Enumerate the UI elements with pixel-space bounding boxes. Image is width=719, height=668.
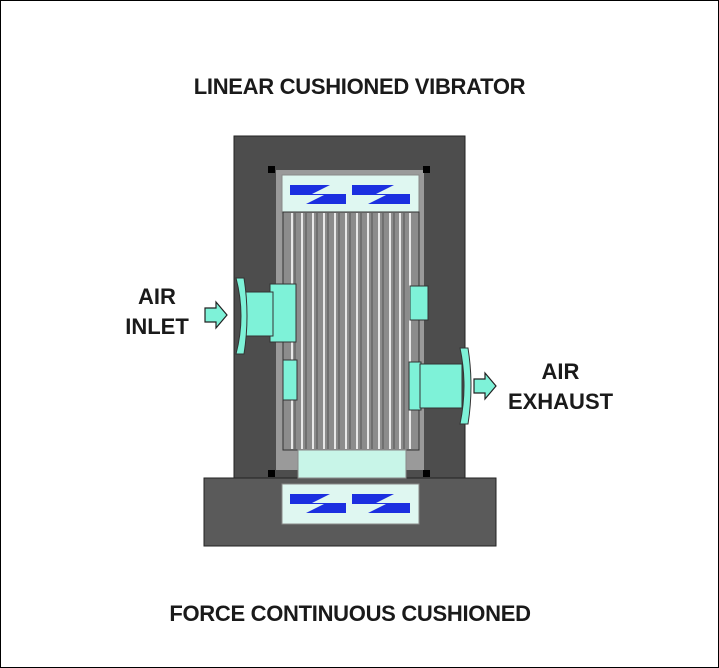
- spring-symbol-icon: [290, 185, 346, 204]
- inlet-pipe: [242, 291, 274, 337]
- exhaust-ring: [408, 361, 422, 411]
- exhaust-flange: [459, 347, 472, 425]
- inlet-ring-upper: [269, 283, 297, 343]
- seal-mark: [268, 166, 275, 173]
- diagram-caption: FORCE CONTINUOUS CUSHIONED: [169, 601, 531, 626]
- inlet-ring-lower: [282, 359, 298, 401]
- seal-mark: [423, 166, 430, 173]
- right-guide-upper: [409, 285, 429, 321]
- air-exhaust-label: AIR EXHAUST: [493, 357, 628, 417]
- seal-mark: [423, 470, 430, 477]
- spring-symbol-icon: [352, 185, 410, 204]
- seal-mark: [268, 470, 275, 477]
- spring-symbol-icon: [352, 494, 410, 513]
- air-exhaust-label-line2: EXHAUST: [507, 389, 614, 414]
- piston: [282, 211, 420, 451]
- inlet-arrow-icon: [204, 300, 228, 330]
- air-inlet-label-line1: AIR: [138, 284, 176, 309]
- air-inlet-label-line2: INLET: [125, 314, 189, 339]
- inlet-flange: [235, 277, 248, 355]
- piston-base-strip: [297, 449, 407, 479]
- spring-symbol-icon: [290, 494, 346, 513]
- exhaust-arrow-icon: [473, 371, 497, 401]
- exhaust-pipe: [419, 363, 463, 409]
- air-exhaust-label-line1: AIR: [541, 359, 580, 384]
- piston-rib-shadows: [294, 213, 405, 449]
- diagram-title: LINEAR CUSHIONED VIBRATOR: [193, 74, 526, 99]
- air-inlet-label: AIR INLET: [112, 282, 202, 342]
